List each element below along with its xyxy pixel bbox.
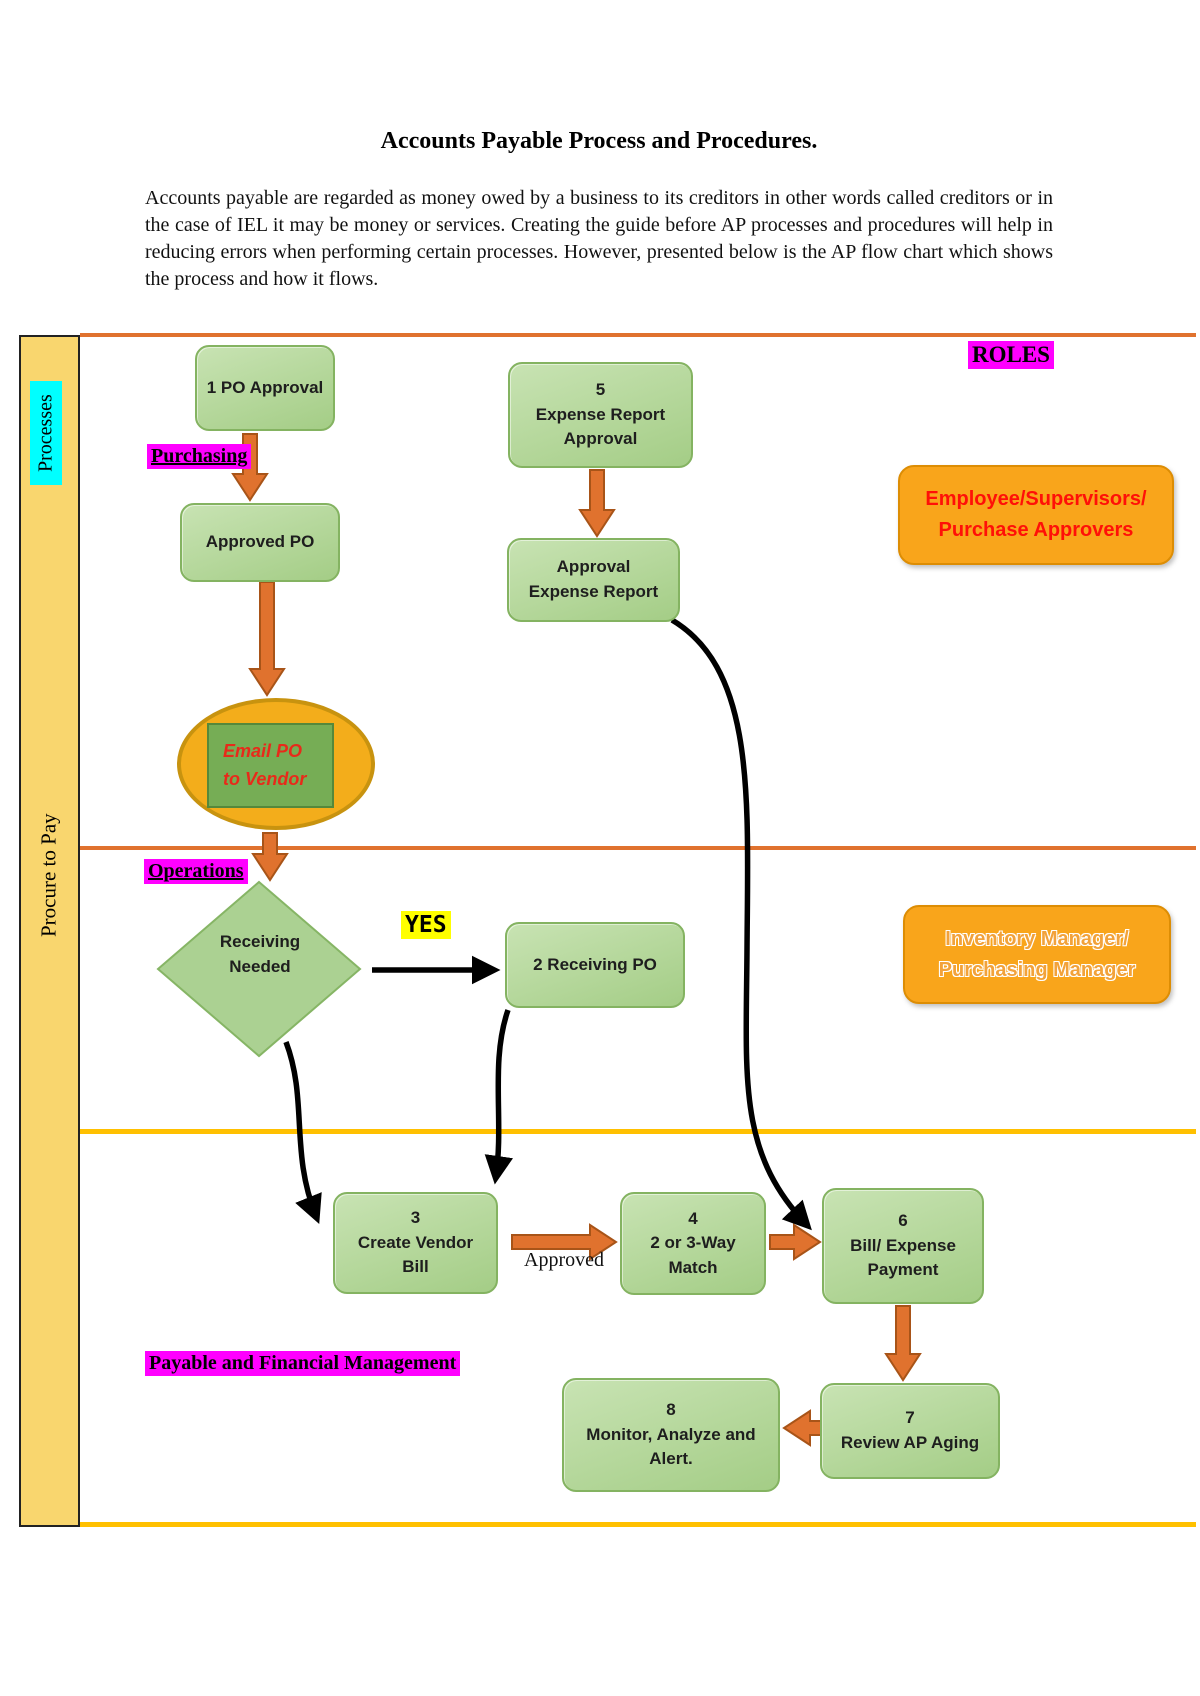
node-receiving-po: 2 Receiving PO bbox=[505, 922, 685, 1008]
gold-divider-line bbox=[80, 1129, 1196, 1134]
node-receiving-needed: Receiving Needed bbox=[219, 932, 301, 976]
page-title: Accounts Payable Process and Procedures. bbox=[380, 128, 818, 154]
sidebar-label-processes: Processes bbox=[30, 381, 62, 485]
node-monitor-analyze-alert: 8 Monitor, Analyze and Alert. bbox=[562, 1378, 780, 1492]
swimlane-label-operations: Operations bbox=[144, 859, 248, 884]
node-review-ap-aging: 7 Review AP Aging bbox=[820, 1383, 1000, 1479]
bottom-divider-line bbox=[80, 1522, 1196, 1527]
top-divider-line bbox=[80, 333, 1196, 337]
node-create-vendor-bill: 3 Create Vendor Bill bbox=[333, 1192, 498, 1294]
arrow-payment-to-review bbox=[884, 1305, 922, 1382]
role-box-employee-supervisors: Employee/Supervisors/ Purchase Approvers bbox=[898, 465, 1174, 565]
node-expense-report-approval: 5 Expense Report Approval bbox=[508, 362, 693, 468]
arrow-expense-approval-to-approval-report bbox=[578, 469, 616, 538]
edge-label-approved: Approved bbox=[524, 1249, 604, 1271]
middle-divider-line bbox=[80, 846, 1196, 850]
intro-paragraph: Accounts payable are regarded as money o… bbox=[145, 187, 1053, 290]
roles-header-label: ROLES bbox=[968, 341, 1054, 369]
document-header: Accounts Payable Process and Procedures.… bbox=[145, 128, 1053, 293]
node-approved-po: Approved PO bbox=[180, 503, 340, 582]
swimlane-sidebar bbox=[19, 335, 80, 1527]
swimlane-label-payable: Payable and Financial Management bbox=[145, 1351, 461, 1376]
node-bill-expense-payment: 6 Bill/ Expense Payment bbox=[822, 1188, 984, 1304]
swimlane-label-purchasing: Purchasing bbox=[147, 444, 252, 469]
node-approval-expense-report: Approval Expense Report bbox=[507, 538, 680, 622]
role-box-inventory-purchasing: Inventory Manager/ Purchasing Manager bbox=[903, 905, 1171, 1004]
arrow-email-to-receiving-needed bbox=[251, 832, 289, 882]
edge-label-yes: YES bbox=[401, 911, 451, 939]
sidebar-label-procure-to-pay: Procure to Pay bbox=[36, 813, 61, 937]
node-po-approval: 1 PO Approval bbox=[195, 345, 335, 431]
connector-receiving-po-to-create-bill bbox=[484, 1009, 513, 1185]
arrow-approved-po-to-email bbox=[248, 581, 286, 697]
arrow-match-to-payment bbox=[769, 1223, 822, 1261]
node-two-or-three-way-match: 4 2 or 3-Way Match bbox=[620, 1192, 766, 1295]
email-po-label: Email PO to Vendor bbox=[223, 740, 307, 789]
email-po-inner-rect: Email PO to Vendor bbox=[207, 723, 334, 808]
